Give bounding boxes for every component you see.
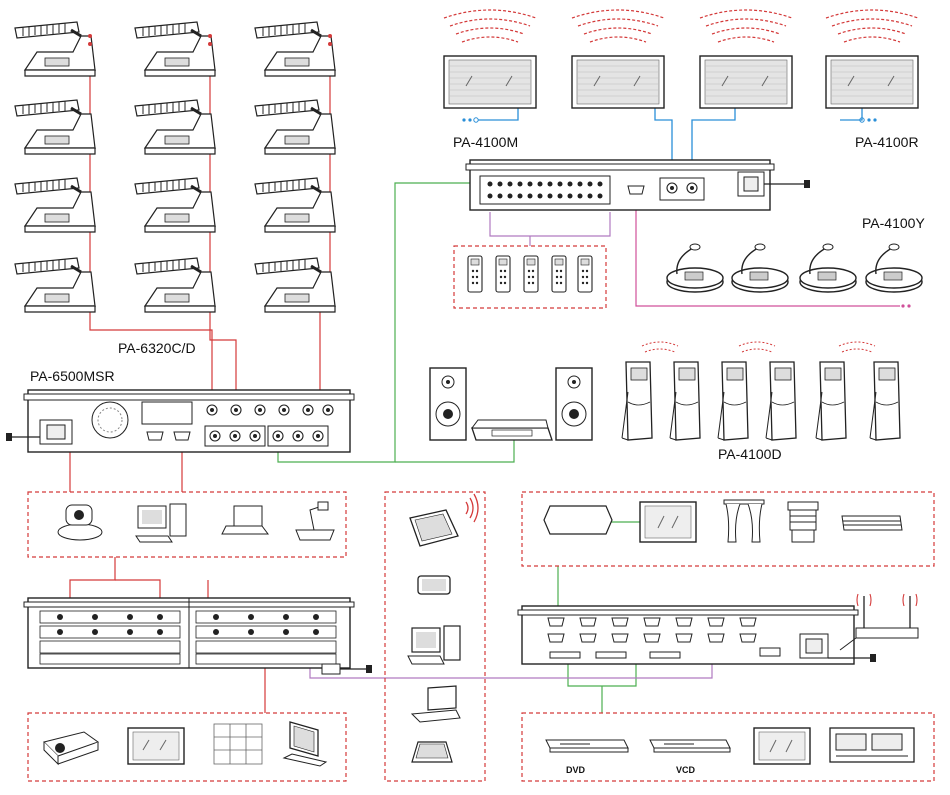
delegate-units bbox=[666, 243, 923, 293]
microphone-icon bbox=[133, 176, 217, 234]
pink-lines bbox=[635, 196, 900, 307]
wifi-icon bbox=[465, 493, 479, 523]
microphone-icon bbox=[133, 256, 217, 314]
radiator-panel-icon bbox=[699, 9, 793, 109]
av-sources-box bbox=[521, 712, 935, 782]
processor-unit bbox=[6, 389, 355, 453]
vcd-player-icon bbox=[649, 739, 731, 753]
computer-icon bbox=[135, 503, 187, 543]
microphone-icon bbox=[253, 176, 337, 234]
microphone-icon bbox=[253, 20, 337, 78]
receiver-icon bbox=[815, 361, 847, 441]
delegate-unit-icon bbox=[865, 243, 923, 293]
tv-icon bbox=[753, 727, 811, 765]
receiver-icon bbox=[669, 361, 701, 441]
microphone-icon bbox=[13, 20, 97, 78]
remotes-box bbox=[453, 245, 607, 309]
delegate-unit-icon bbox=[666, 243, 724, 293]
monitor-icon bbox=[282, 721, 328, 767]
dvd-player-icon bbox=[545, 739, 629, 753]
receiver-icon bbox=[869, 361, 901, 441]
tablet-icon bbox=[411, 741, 453, 763]
lift-icon bbox=[787, 501, 819, 543]
translator-label: PA-4100M bbox=[453, 134, 519, 150]
receiver-icon bbox=[621, 361, 653, 441]
radiator-panels bbox=[443, 9, 919, 109]
radiator-label: PA-4100R bbox=[855, 134, 919, 150]
speaker-icon bbox=[429, 367, 467, 441]
amplifier-icon bbox=[471, 419, 553, 441]
mobile-devices-box bbox=[384, 491, 486, 782]
microphone-icon bbox=[133, 20, 217, 78]
delegate-unit-label: PA-4100Y bbox=[862, 215, 925, 231]
document-camera-icon bbox=[295, 501, 335, 541]
radiator-panel-icon bbox=[571, 9, 665, 109]
projector-icon bbox=[43, 731, 100, 766]
receiver-icon bbox=[717, 361, 749, 441]
tablet-icon bbox=[409, 509, 459, 547]
microphone-grid bbox=[13, 20, 337, 314]
curtain-icon bbox=[723, 499, 765, 543]
remote-icon bbox=[577, 255, 593, 293]
remote-icon bbox=[467, 255, 483, 293]
processor-label: PA-6500MSR bbox=[30, 368, 115, 384]
delegate-unit-icon bbox=[731, 243, 789, 293]
light-icon bbox=[543, 505, 613, 535]
translator-unit bbox=[465, 159, 810, 211]
microphone-icon bbox=[13, 256, 97, 314]
receivers bbox=[621, 341, 901, 441]
screen-icon bbox=[127, 727, 185, 765]
vcd-label: VCD bbox=[676, 765, 696, 775]
matrix-switcher bbox=[23, 597, 372, 675]
receiver-label: PA-4100D bbox=[718, 446, 782, 462]
screen-icon bbox=[639, 501, 697, 543]
video-wall-icon bbox=[213, 723, 263, 765]
receiver-icon bbox=[765, 361, 797, 441]
dvd-label: DVD bbox=[566, 765, 586, 775]
laptop-icon bbox=[410, 685, 461, 723]
remote-icon bbox=[523, 255, 539, 293]
phone-icon bbox=[417, 575, 451, 595]
microphone-icon bbox=[13, 98, 97, 156]
radiator-lines bbox=[478, 108, 863, 168]
radiator-panel-icon bbox=[825, 9, 919, 109]
mic-unit-label: PA-6320C/D bbox=[118, 340, 196, 356]
output-devices-box bbox=[27, 712, 347, 782]
remote-icon bbox=[551, 255, 567, 293]
radiator-panel-icon bbox=[443, 9, 537, 109]
microphone-icon bbox=[133, 98, 217, 156]
antenna-icon bbox=[839, 593, 919, 651]
central-control-unit bbox=[517, 605, 876, 665]
computer-icon bbox=[407, 625, 461, 665]
microphone-icon bbox=[253, 256, 337, 314]
light-bar-icon bbox=[841, 515, 903, 531]
cassette-deck-icon bbox=[829, 727, 915, 763]
laptop-icon bbox=[221, 505, 269, 535]
microphone-icon bbox=[13, 176, 97, 234]
input-devices-box bbox=[27, 491, 347, 558]
camera-icon bbox=[57, 504, 103, 541]
speaker-icon bbox=[555, 367, 593, 441]
microphone-icon bbox=[253, 98, 337, 156]
remote-icon bbox=[495, 255, 511, 293]
delegate-unit-icon bbox=[799, 243, 857, 293]
environment-devices-box bbox=[521, 491, 935, 567]
